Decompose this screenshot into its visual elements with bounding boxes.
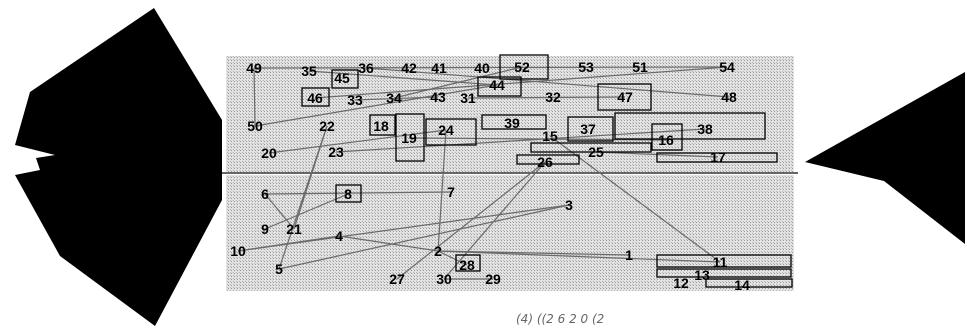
node-label-44: 44 [489,77,505,93]
node-label-46: 46 [307,90,323,106]
node-label-37: 37 [580,121,596,137]
node-label-48: 48 [721,89,737,105]
node-label-53: 53 [578,59,594,75]
node-label-34: 34 [386,90,402,106]
node-label-50: 50 [247,118,263,134]
node-label-13: 13 [694,267,710,283]
node-label-22: 22 [319,118,335,134]
node-label-24: 24 [438,122,454,138]
node-label-19: 19 [401,130,417,146]
node-label-39: 39 [504,115,520,131]
node-label-25: 25 [588,144,604,160]
node-label-10: 10 [230,243,246,259]
node-label-33: 33 [347,92,363,108]
node-label-28: 28 [459,257,475,273]
node-label-15: 15 [542,128,558,144]
node-label-7: 7 [447,184,455,200]
node-label-29: 29 [485,271,501,287]
node-label-54: 54 [719,59,735,75]
node-label-38: 38 [697,121,713,137]
left-shape-icon [15,8,222,326]
node-label-45: 45 [334,70,350,86]
node-label-12: 12 [673,275,689,291]
node-label-6: 6 [261,186,269,202]
node-label-11: 11 [713,254,728,270]
node-label-18: 18 [373,118,389,134]
node-label-4: 4 [335,228,343,244]
node-label-49: 49 [246,60,262,76]
node-label-27: 27 [389,271,405,287]
node-label-1: 1 [625,247,633,263]
node-label-16: 16 [658,132,674,148]
node-label-43: 43 [430,89,446,105]
caption-text: (4) ((2 6 2 0 (2 [516,312,604,326]
node-label-17: 17 [710,149,726,165]
node-label-9: 9 [261,221,269,237]
node-label-14: 14 [734,277,750,293]
node-label-52: 52 [514,59,530,75]
node-label-32: 32 [545,89,561,105]
node-label-8: 8 [344,186,352,202]
node-label-31: 31 [460,90,476,106]
node-label-2: 2 [434,243,442,259]
node-label-5: 5 [275,261,283,277]
node-label-47: 47 [617,89,633,105]
node-label-23: 23 [328,144,344,160]
node-label-3: 3 [565,197,573,213]
node-label-36: 36 [358,60,374,76]
node-label-40: 40 [474,60,490,76]
node-label-26: 26 [537,154,553,170]
node-label-42: 42 [401,60,417,76]
node-label-21: 21 [286,221,302,237]
node-label-41: 41 [431,60,447,76]
node-label-30: 30 [436,271,452,287]
node-label-35: 35 [301,63,317,79]
node-label-20: 20 [261,145,277,161]
node-label-51: 51 [632,59,648,75]
